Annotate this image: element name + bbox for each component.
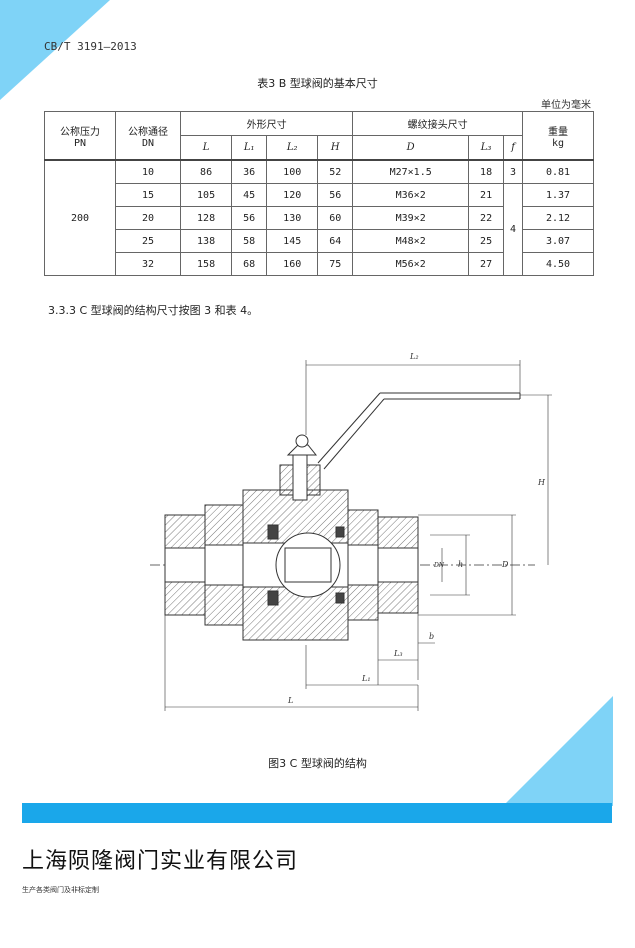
cell-L1: 56	[231, 206, 268, 230]
cell-D: M27×1.5	[352, 159, 470, 184]
header-L: L	[179, 135, 233, 161]
cell-f: 3	[503, 159, 523, 184]
cell-H: 56	[317, 183, 354, 207]
header-f: f	[503, 135, 523, 161]
cell-f-merged: 4	[503, 183, 523, 276]
footer-bar	[22, 803, 612, 823]
cell-D: M36×2	[352, 183, 470, 207]
header-outline: 外形尺寸	[179, 111, 354, 136]
cell-kg: 1.37	[522, 183, 594, 207]
cell-H: 60	[317, 206, 354, 230]
cell-L1: 68	[231, 252, 268, 276]
label-h: h	[458, 560, 463, 569]
header-thread: 螺纹接头尺寸	[352, 111, 523, 136]
cell-dn: 15	[115, 183, 181, 207]
cell-L: 158	[179, 252, 233, 276]
standard-code: CB/T 3191—2013	[44, 40, 137, 53]
cell-L3: 21	[468, 183, 505, 207]
cell-D: M56×2	[352, 252, 470, 276]
label-D: D	[501, 560, 509, 569]
table-title: 表3 B 型球阀的基本尺寸	[257, 77, 378, 90]
cell-L2: 130	[266, 206, 319, 230]
cell-L: 138	[179, 229, 233, 253]
cell-dn: 32	[115, 252, 181, 276]
label-b: b	[429, 632, 434, 641]
unit-note: 单位为毫米	[541, 100, 591, 111]
table-row: 20 128 56 130 60 M39×2 22 2.12	[45, 206, 594, 230]
cell-dn: 20	[115, 206, 181, 230]
cell-L2: 120	[266, 183, 319, 207]
cell-L: 128	[179, 206, 233, 230]
cell-L3: 18	[468, 159, 505, 184]
valve-drawing: L₂ H D h DN b L₃ L₁ L	[150, 352, 552, 711]
cell-D: M48×2	[352, 229, 470, 253]
cell-L3: 25	[468, 229, 505, 253]
cell-H: 64	[317, 229, 354, 253]
table-row: 32 158 68 160 75 M56×2 27 4.50	[45, 252, 594, 276]
corner-decoration-bottom-right	[503, 696, 613, 806]
cell-L1: 58	[231, 229, 268, 253]
cell-kg: 4.50	[522, 252, 594, 276]
label-L3: L₃	[393, 649, 403, 658]
header-L3: L₃	[468, 135, 505, 161]
header-pressure: 公称压力 PN	[44, 111, 116, 161]
cell-H: 52	[317, 159, 354, 184]
cell-kg: 3.07	[522, 229, 594, 253]
cell-dn: 10	[115, 159, 181, 184]
cell-L2: 145	[266, 229, 319, 253]
company-name: 上海陨隆阀门实业有限公司	[22, 849, 299, 874]
cell-dn: 25	[115, 229, 181, 253]
cell-L: 105	[179, 183, 233, 207]
cell-D: M39×2	[352, 206, 470, 230]
figure-caption: 图3 C 型球阀的结构	[268, 757, 367, 770]
header-weight: 重量 kg	[522, 111, 594, 161]
cell-L2: 100	[266, 159, 319, 184]
header-L1: L₁	[231, 135, 268, 161]
header-diameter: 公称通径 DN	[115, 111, 181, 161]
cell-L2: 160	[266, 252, 319, 276]
label-H: H	[537, 478, 546, 487]
header-D: D	[352, 135, 470, 161]
label-L1: L₁	[361, 674, 371, 683]
table-row: 15 105 45 120 56 M36×2 21 4 1.37	[45, 183, 594, 276]
cell-L: 86	[179, 159, 233, 184]
header-L2: L₂	[266, 135, 319, 161]
clause-text: 3.3.3 C 型球阀的结构尺寸按图 3 和表 4。	[48, 304, 259, 317]
table-row: 200 10 86 36 100 52 M27×1.5 18 3 0.81	[44, 159, 594, 276]
company-tagline: 生产各类阀门及非标定制	[22, 886, 99, 894]
cell-kg: 2.12	[522, 206, 594, 230]
cell-L1: 45	[231, 183, 268, 207]
cell-L1: 36	[231, 159, 268, 184]
label-L2: L₂	[409, 352, 419, 361]
label-DN: DN	[433, 562, 445, 569]
cell-kg: 0.81	[522, 159, 594, 184]
header-H: H	[317, 135, 354, 161]
label-L: L	[287, 696, 293, 705]
cell-pressure: 200	[44, 159, 116, 276]
cell-L3: 27	[468, 252, 505, 276]
corner-decoration-top-left	[0, 0, 110, 100]
cell-H: 75	[317, 252, 354, 276]
cell-L3: 22	[468, 206, 505, 230]
dimensions-table: 公称压力 PN 公称通径 DN 外形尺寸 螺纹接头尺寸 重量 kg L L₁ L…	[44, 111, 594, 276]
